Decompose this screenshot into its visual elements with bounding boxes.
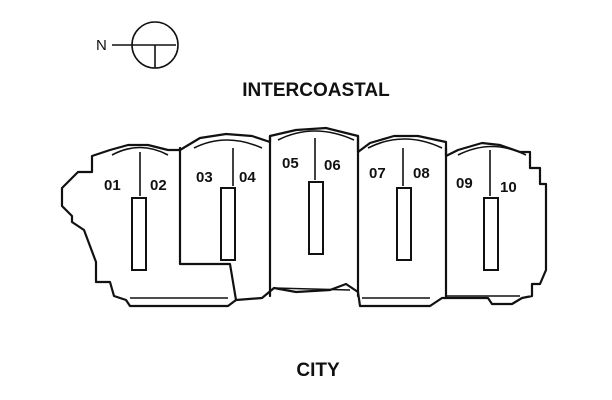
building-outline <box>60 126 548 308</box>
core-shaft-2 <box>220 187 236 261</box>
unit-label-06: 06 <box>324 157 341 174</box>
unit-label-07: 07 <box>369 165 386 182</box>
north-compass-icon <box>112 21 179 69</box>
core-shaft-1 <box>131 197 147 271</box>
core-shaft-4 <box>396 187 412 261</box>
north-label: N <box>96 37 107 54</box>
city-label: CITY <box>296 360 340 381</box>
unit-label-02: 02 <box>150 177 167 194</box>
core-shaft-5 <box>483 197 499 271</box>
unit-label-01: 01 <box>104 177 121 194</box>
intercoastal-label: INTERCOASTAL <box>242 80 390 101</box>
unit-label-10: 10 <box>500 179 517 196</box>
unit-label-03: 03 <box>196 169 213 186</box>
core-shaft-3 <box>308 181 324 255</box>
unit-label-05: 05 <box>282 155 299 172</box>
unit-label-09: 09 <box>456 175 473 192</box>
unit-label-04: 04 <box>239 169 256 186</box>
unit-label-08: 08 <box>413 165 430 182</box>
